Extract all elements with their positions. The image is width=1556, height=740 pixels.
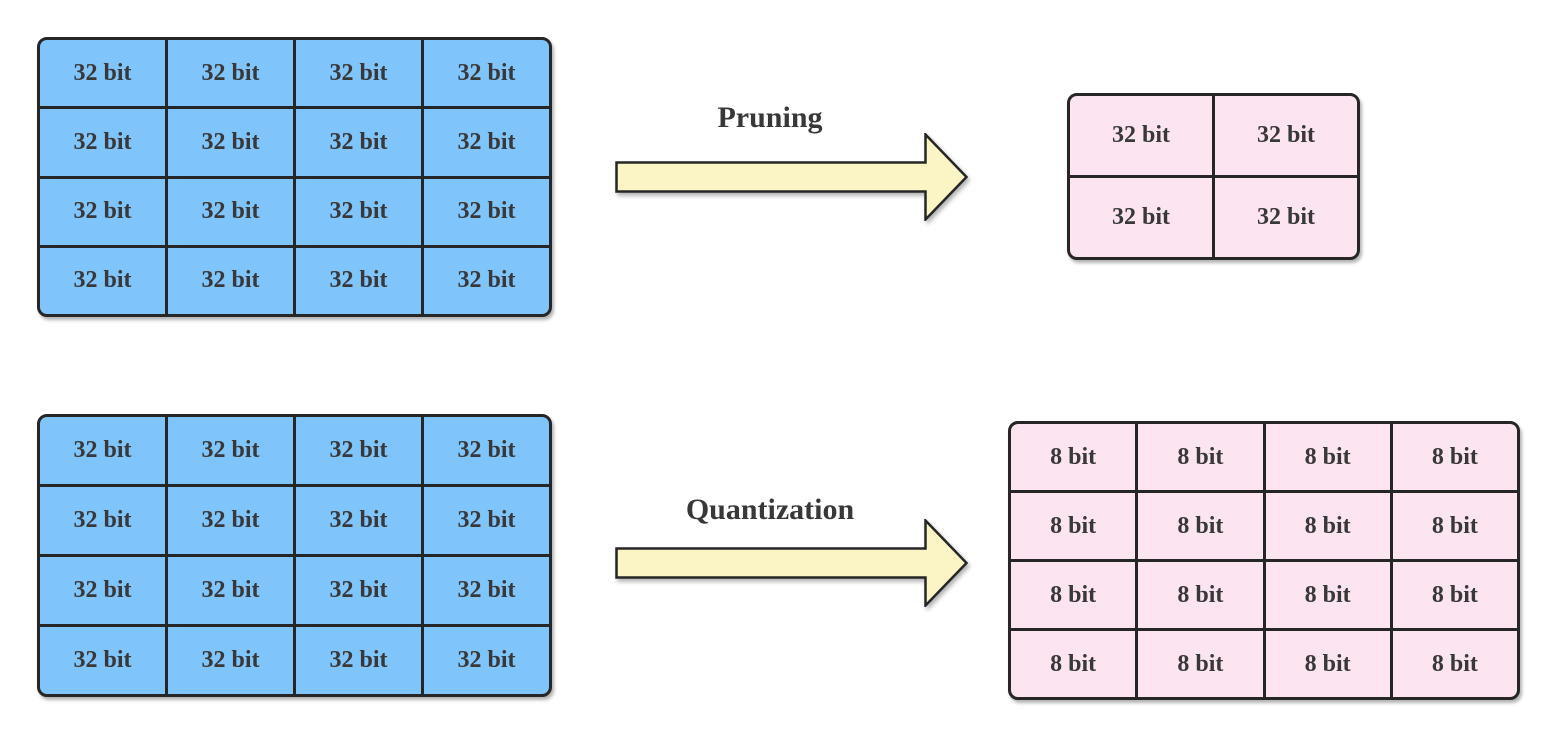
arrow-shape (615, 519, 968, 607)
matrix-cell: 8 bit (1011, 631, 1136, 697)
matrix-cell: 32 bit (296, 40, 421, 107)
quantization-label: Quantization (685, 493, 855, 526)
matrix-cell: 32 bit (168, 487, 293, 554)
matrix-cell: 8 bit (1392, 562, 1517, 628)
matrix-cell: 8 bit (1138, 424, 1263, 490)
matrix-cell: 8 bit (1138, 631, 1263, 697)
matrix-cell: 32 bit (40, 417, 165, 484)
matrix-cell: 8 bit (1265, 631, 1390, 697)
matrix-cell: 32 bit (296, 178, 421, 245)
matrix-cell: 32 bit (296, 487, 421, 554)
matrix-cell: 32 bit (296, 557, 421, 624)
arrow-shape (615, 133, 968, 221)
matrix-cell: 8 bit (1392, 424, 1517, 490)
matrix-cell: 32 bit (168, 109, 293, 176)
matrix-cell: 32 bit (40, 487, 165, 554)
matrix-cell: 32 bit (424, 40, 549, 107)
matrix-cell: 32 bit (296, 109, 421, 176)
matrix-cell: 32 bit (424, 109, 549, 176)
matrix-cell: 32 bit (40, 40, 165, 107)
matrix-cell: 8 bit (1011, 424, 1136, 490)
matrix-cell: 32 bit (424, 487, 549, 554)
pruning-arrow-icon (615, 133, 968, 221)
matrix-cell: 8 bit (1265, 424, 1390, 490)
matrix-cell: 32 bit (168, 178, 293, 245)
matrix-cell: 32 bit (424, 627, 549, 694)
matrix-cell: 8 bit (1265, 562, 1390, 628)
matrix-cell: 32 bit (296, 627, 421, 694)
matrix-cell: 8 bit (1265, 493, 1390, 559)
matrix-cell: 32 bit (168, 40, 293, 107)
matrix-cell: 32 bit (40, 247, 165, 314)
matrix-cell: 32 bit (424, 178, 549, 245)
matrix-cell: 8 bit (1138, 493, 1263, 559)
matrix-cell: 32 bit (40, 109, 165, 176)
matrix-cell: 8 bit (1011, 562, 1136, 628)
matrix-cell: 32 bit (424, 557, 549, 624)
matrix-cell: 32 bit (168, 247, 293, 314)
matrix-cell: 32 bit (40, 178, 165, 245)
matrix-cell: 32 bit (1070, 178, 1212, 257)
matrix-cell: 32 bit (1070, 96, 1212, 175)
matrix-cell: 32 bit (40, 627, 165, 694)
matrix-cell: 32 bit (168, 417, 293, 484)
pruning-label: Pruning (717, 101, 823, 134)
quantization-arrow-icon (615, 519, 968, 607)
matrix-cell: 32 bit (1215, 96, 1357, 175)
matrix-cell: 8 bit (1392, 631, 1517, 697)
matrix-cell: 32 bit (424, 417, 549, 484)
matrix-cell: 8 bit (1392, 493, 1517, 559)
matrix-cell: 32 bit (1215, 178, 1357, 257)
matrix-cell: 8 bit (1011, 493, 1136, 559)
matrix-cell: 32 bit (168, 557, 293, 624)
matrix-cell: 32 bit (296, 417, 421, 484)
matrix-cell: 32 bit (168, 627, 293, 694)
matrix-cell: 32 bit (40, 557, 165, 624)
matrix-cell: 32 bit (424, 247, 549, 314)
matrix-cell: 32 bit (296, 247, 421, 314)
matrix-cell: 8 bit (1138, 562, 1263, 628)
